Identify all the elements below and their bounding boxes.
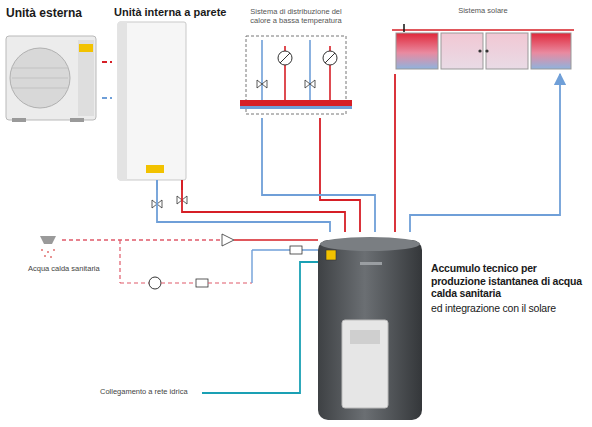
pipe-line — [394, 74, 396, 232]
outdoor-unit-drawing — [6, 36, 96, 122]
pipe-connector — [157, 190, 345, 232]
indoor-unit-drawing — [118, 22, 187, 208]
pipe-line — [102, 61, 112, 63]
node-heading: Sistema solare — [396, 6, 570, 15]
pipe-line — [410, 74, 560, 232]
hot-water-label: Acqua calda sanitaria — [28, 265, 100, 274]
pipe-connector — [262, 118, 375, 232]
node-subtext: ed integrazione con il solare — [431, 302, 583, 315]
hot-water-circuit — [40, 234, 318, 289]
heat-distribution-box: Sistema di distribuzione del calore a ba… — [242, 6, 350, 118]
node-heading: Sistema di distribuzione del calore a ba… — [246, 7, 346, 25]
water-mains-label: Collegamento a rete idrica — [100, 388, 188, 397]
solar-system: Sistema solare — [392, 4, 574, 74]
pipe-line — [320, 118, 360, 232]
pipe-line — [157, 190, 330, 232]
pipe-line — [102, 97, 112, 99]
indoor-wall-unit: Unità interna a parete — [112, 4, 240, 190]
node-heading: Unità interna a parete — [114, 6, 238, 19]
pipe-line — [262, 118, 375, 232]
pipe-connector — [102, 62, 112, 98]
storage-tank: Accumulo tecnico per produzione istantan… — [315, 232, 587, 422]
pipe-connector — [395, 74, 560, 232]
node-heading: Accumulo tecnico per produzione istantan… — [431, 262, 583, 300]
node-heading: Unità esterna — [6, 6, 100, 20]
cold-water-supply-line — [202, 262, 318, 393]
distribution-drawing — [240, 36, 352, 114]
outdoor-unit: Unità esterna — [4, 4, 102, 126]
storage-tank-drawing — [318, 237, 422, 420]
solar-panels-drawing — [392, 24, 574, 69]
